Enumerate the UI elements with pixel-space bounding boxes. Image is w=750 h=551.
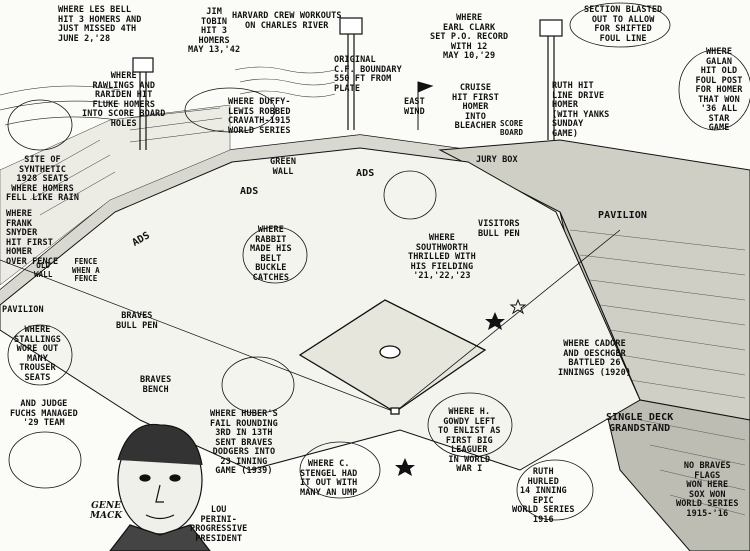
caption-gowdy: WHERE H. GOWDY LEFT TO ENLIST AS FIRST B… [438, 407, 501, 474]
ads-sign-right: ADS [356, 168, 375, 179]
portrait [109, 423, 211, 551]
infield [0, 229, 621, 415]
light-towers [132, 17, 563, 150]
caption-cadore: WHERE CADORE AND OESCHGER BATTLED 26 INN… [558, 339, 632, 378]
caption-stallings: WHERE STALLINGS WORE OUT MANY TROUSER SE… [14, 325, 61, 383]
playing-field [0, 147, 641, 471]
right-grandstand [438, 139, 750, 551]
caption-visitors-bull-pen: VISITORS BULL PEN [478, 219, 520, 239]
caption-jury-box: JURY BOX [476, 155, 518, 165]
caption-old-wall: OLD WALL [34, 261, 53, 279]
caption-synthetic-seats: SITE OF SYNTHETIC 1928 SEATS WHERE HOMER… [6, 155, 80, 203]
caption-les-bell: WHERE LES BELL HIT 3 HOMERS AND JUST MIS… [58, 5, 142, 44]
caption-ruth-hurled: RUTH HURLED 14 INNING EPIC WORLD SERIES … [512, 467, 575, 525]
stars [395, 298, 527, 476]
caption-jim-tobin: JIM TOBIN HIT 3 HOMERS MAY 13,'42 [188, 7, 241, 55]
caption-lou-perini: LOU PERINI- PROGRESSIVE PRESIDENT [190, 505, 248, 544]
caption-braves-bull-pen: BRAVES BULL PEN [116, 311, 158, 331]
label-pavilion-right: PAVILION [598, 210, 647, 221]
top-crowd-hatching [0, 85, 121, 126]
caption-ruth-line-drive: RUTH HIT LINE DRIVE HOMER (WITH YANKS SU… [552, 81, 610, 139]
caption-stengel: WHERE C. STENGEL HAD IT OUT WITH MANY AN… [300, 459, 358, 498]
flag [417, 81, 434, 130]
caption-earl-clark: WHERE EARL CLARK SET P.O. RECORD WITH 12… [430, 13, 509, 61]
label-pavilion-left: PAVILION [2, 305, 44, 315]
caption-original-cf: ORIGINAL C.F. BOUNDARY 550 FT FROM PLATE [334, 55, 402, 94]
caption-cruise: CRUISE HIT FIRST HOMER INTO BLEACHER [452, 83, 499, 131]
river-waves [234, 66, 336, 98]
caption-duffy-lewis: WHERE DUFFY- LEWIS ROBBED CRAVATH-1915 W… [228, 97, 291, 136]
caption-fence: FENCE WHEN A FENCE [72, 257, 100, 283]
caption-rabbit: WHERE RABBIT MADE HIS BELT BUCKLE CATCHE… [250, 225, 292, 283]
caption-huber: WHERE HUBER'S FAIL ROUNDING 3RD IN 13TH … [210, 409, 278, 476]
caption-bubbles [7, 2, 750, 521]
caption-rawlings: WHERE RAWLINGS AND RARIDEN HIT FLUKE HOM… [82, 71, 166, 129]
left-stands [0, 104, 231, 286]
label-single-deck: SINGLE DECK GRANDSTAND [606, 412, 674, 434]
caption-frank-snyder: WHERE FRANK SNYDER HIT FIRST HOMER OVER … [6, 209, 59, 267]
caption-galan: WHERE GALAN HIT OLD FOUL POST FOR HOMER … [695, 47, 743, 133]
artist-signature: Gene Mack [90, 501, 123, 521]
caption-section-blasted: SECTION BLASTED OUT TO ALLOW FOR SHIFTED… [584, 5, 663, 44]
caption-judge-fuchs: AND JUDGE FUCHS MANAGED '29 TEAM [10, 399, 78, 428]
caption-braves-bench: BRAVES BENCH [140, 375, 172, 395]
caption-east-wind: EAST WIND [404, 97, 425, 117]
caption-no-braves-flags: NO BRAVES FLAGS WON HERE SOX WON WORLD S… [676, 461, 739, 519]
caption-score-board: SCORE BOARD [500, 119, 524, 137]
caption-harvard-crew: HARVARD CREW WORKOUTS ON CHARLES RIVER [232, 11, 342, 31]
caption-green-wall: GREEN WALL [270, 157, 297, 177]
ads-sign-center: ADS [240, 186, 259, 197]
caption-southworth: WHERE SOUTHWORTH THRILLED WITH HIS FIELD… [408, 233, 476, 281]
